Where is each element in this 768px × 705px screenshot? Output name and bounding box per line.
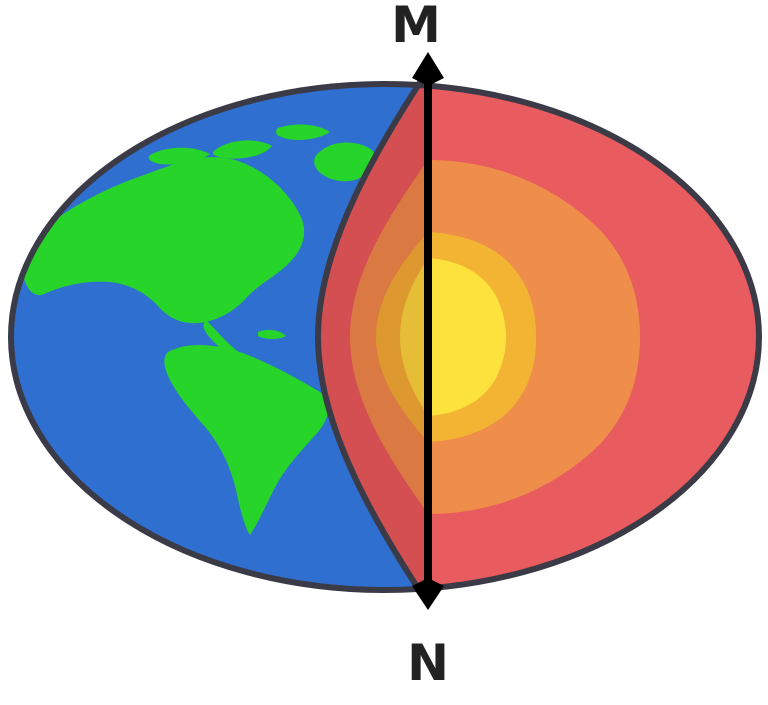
arctic-island-3 bbox=[276, 124, 330, 140]
globe-outline bbox=[8, 81, 762, 593]
south-america bbox=[164, 344, 329, 535]
label-n: N bbox=[407, 634, 449, 692]
axis-arrowhead-top bbox=[412, 52, 444, 86]
caribbean-island bbox=[258, 329, 286, 339]
arctic-island-1 bbox=[148, 147, 210, 165]
north-america bbox=[21, 157, 305, 324]
arctic-island-2 bbox=[212, 140, 272, 159]
axis-mn bbox=[412, 52, 444, 610]
cut-boundary-curve bbox=[314, 68, 431, 606]
cut-face-shadow bbox=[318, 84, 428, 590]
label-m: M bbox=[391, 0, 441, 54]
axis-arrowhead-bottom bbox=[412, 578, 444, 610]
greenland bbox=[314, 142, 375, 182]
continents bbox=[21, 124, 405, 535]
earth-globe bbox=[11, 84, 759, 590]
northwest-landmass bbox=[40, 205, 140, 249]
